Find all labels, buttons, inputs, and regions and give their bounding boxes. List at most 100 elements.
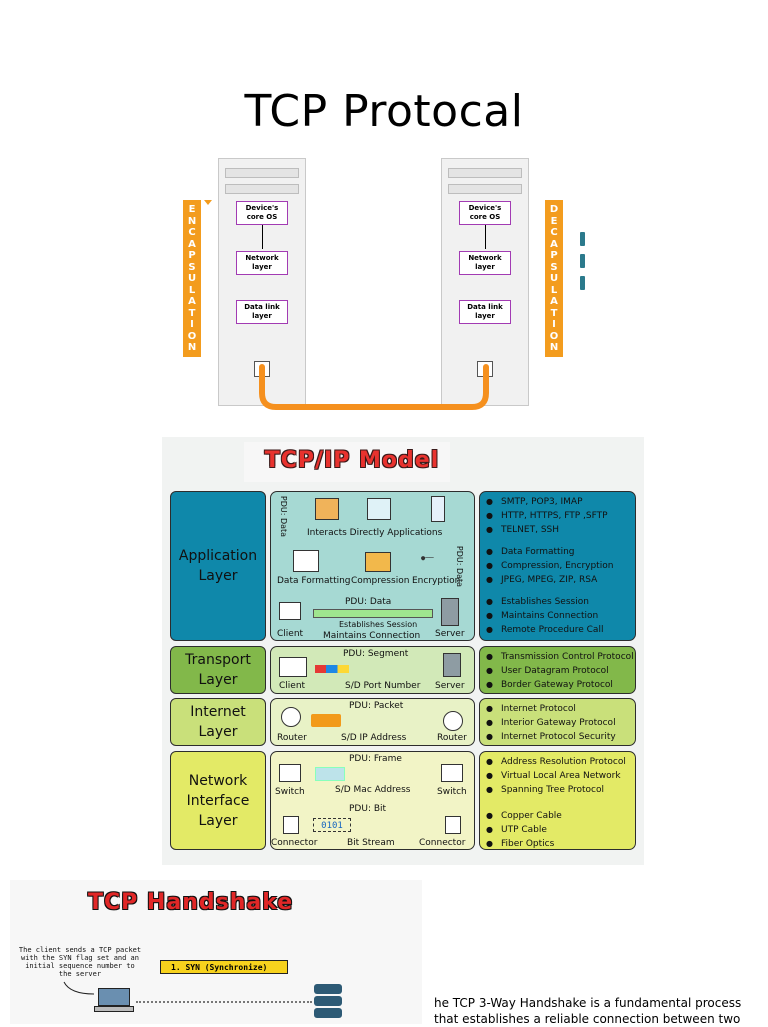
internet-protocols-box: Internet Protocol Interior Gateway Proto… <box>479 698 636 746</box>
session-line-1: Establishes Session <box>339 620 418 629</box>
description-line-1: he TCP 3-Way Handshake is a fundamental … <box>434 996 742 1010</box>
bullet: Address Resolution Protocol <box>486 755 629 769</box>
icon-label-encryption: Encryption <box>412 576 461 586</box>
strip-letter: E <box>188 204 196 215</box>
strip-letter: A <box>188 238 196 250</box>
layer-box-os: Device's core OS <box>236 201 288 225</box>
application-detail-box: PDU: Data Interacts Directly Application… <box>270 491 475 641</box>
search-window-icon <box>367 498 391 520</box>
strip-letter: T <box>550 307 558 319</box>
bullet: Copper Cable <box>486 809 629 823</box>
dotted-connection <box>136 1001 312 1003</box>
strip-letter: O <box>549 330 559 342</box>
layer-box-datalink: Data link layer <box>236 300 288 324</box>
bullet: Internet Protocol Security <box>486 730 629 744</box>
pdu-label: PDU: Packet <box>349 701 404 711</box>
bullet: HTTP, HTTPS, FTP ,SFTP <box>486 509 629 523</box>
network-cable <box>259 364 489 410</box>
layer-box-os: Device's core OS <box>459 201 511 225</box>
internet-detail-box: PDU: Packet S/D IP Address Router Router <box>270 698 475 746</box>
connector-line <box>262 225 263 249</box>
strip-letter: L <box>550 284 558 296</box>
strip-letter: P <box>550 250 558 261</box>
bullet: TELNET, SSH <box>486 523 629 537</box>
client-monitor-icon <box>279 657 307 677</box>
data-bar <box>313 609 433 618</box>
bullet: Remote Procedure Call <box>486 623 629 637</box>
endpoint-server: Server <box>435 681 465 691</box>
application-protocols-box: SMTP, POP3, IMAP HTTP, HTTPS, FTP ,SFTP … <box>479 491 636 641</box>
side-marker-icon <box>580 254 585 268</box>
internet-layer-label: Internet Layer <box>190 704 246 740</box>
endpoint-client: Client <box>277 629 304 639</box>
pdu-center-label: PDU: Data <box>345 597 392 607</box>
strip-letter: L <box>188 284 196 296</box>
bullet: UTP Cable <box>486 823 629 837</box>
handshake-note: The client sends a TCP packet with the S… <box>18 946 142 978</box>
bullet: Fiber Optics <box>486 837 629 851</box>
strip-letter: C <box>188 227 196 238</box>
strip-letter: N <box>187 342 197 353</box>
transport-layer-label: Transport Layer <box>185 652 251 688</box>
strip-letter: U <box>549 273 559 284</box>
bullet: User Datagram Protocol <box>486 664 629 678</box>
bullet: Internet Protocol <box>486 702 629 716</box>
bullet: JPEG, MPEG, ZIP, RSA <box>486 573 629 587</box>
pdu-label: PDU: Segment <box>343 649 409 659</box>
layer-box-network: Network layer <box>236 251 288 275</box>
left-computer-tower: Device's core OS Network layer Data link… <box>218 158 306 406</box>
pdu-side-label: PDU: Data <box>279 495 289 538</box>
connector-line <box>485 225 486 249</box>
right-computer-tower: Device's core OS Network layer Data link… <box>441 158 529 406</box>
endpoint-client: Client <box>279 681 306 691</box>
network-interface-protocols-box: Address Resolution Protocol Virtual Loca… <box>479 751 636 850</box>
application-layer-label: Application Layer <box>178 548 258 584</box>
drive-bay <box>225 168 299 178</box>
layer-box-datalink: Data link layer <box>459 300 511 324</box>
layer-name-internet: Internet Layer <box>170 698 266 746</box>
bullet: Maintains Connection <box>486 609 629 623</box>
address-label: S/D Port Number <box>345 681 421 691</box>
center-caption: Interacts Directly Applications <box>307 528 443 538</box>
strip-letter: U <box>187 273 197 284</box>
handshake-title: TCP Handshake <box>88 890 294 915</box>
model-title-bg <box>244 442 450 482</box>
side-marker-icon <box>580 232 585 246</box>
bit-value: 0101 <box>313 818 351 832</box>
layer-name-application: Application Layer <box>170 491 266 641</box>
bullet: Spanning Tree Protocol <box>486 783 629 797</box>
strip-letter: I <box>552 319 556 330</box>
icon-label-compression: Compression <box>351 576 410 586</box>
endpoint-server: Server <box>435 629 465 639</box>
strip-letter: P <box>188 250 196 261</box>
frame-block <box>315 767 345 781</box>
strip-letter: N <box>549 342 559 353</box>
model-title: TCP/IP Model <box>264 448 440 473</box>
strip-letter: C <box>550 227 558 238</box>
drive-bay <box>448 168 522 178</box>
strip-letter: T <box>188 307 196 319</box>
endpoint-connector: Connector <box>271 838 318 848</box>
switch-icon <box>279 764 301 782</box>
router-icon <box>443 711 463 731</box>
arrow-marker-icon <box>204 200 212 205</box>
endpoint-router: Router <box>277 733 307 743</box>
icon-label-format: Data Formatting <box>277 576 351 586</box>
server-icon <box>443 653 461 677</box>
strip-letter: A <box>550 238 558 250</box>
laptop-icon <box>94 988 134 1014</box>
server-icon <box>441 598 459 626</box>
bullet: Establishes Session <box>486 595 629 609</box>
pdu-bit-label: PDU: Bit <box>349 804 387 814</box>
handshake-description: he TCP 3-Way Handshake is a fundamental … <box>434 995 754 1027</box>
user-app-icon <box>315 498 339 520</box>
pdu-frame-label: PDU: Frame <box>349 754 402 764</box>
strip-letter: D <box>549 204 559 215</box>
drive-bay <box>448 184 522 194</box>
packet-block <box>311 714 341 727</box>
switch-icon <box>441 764 463 782</box>
router-icon <box>281 707 301 727</box>
strip-letter: N <box>187 215 197 227</box>
bit-stream-label: Bit Stream <box>347 838 395 848</box>
